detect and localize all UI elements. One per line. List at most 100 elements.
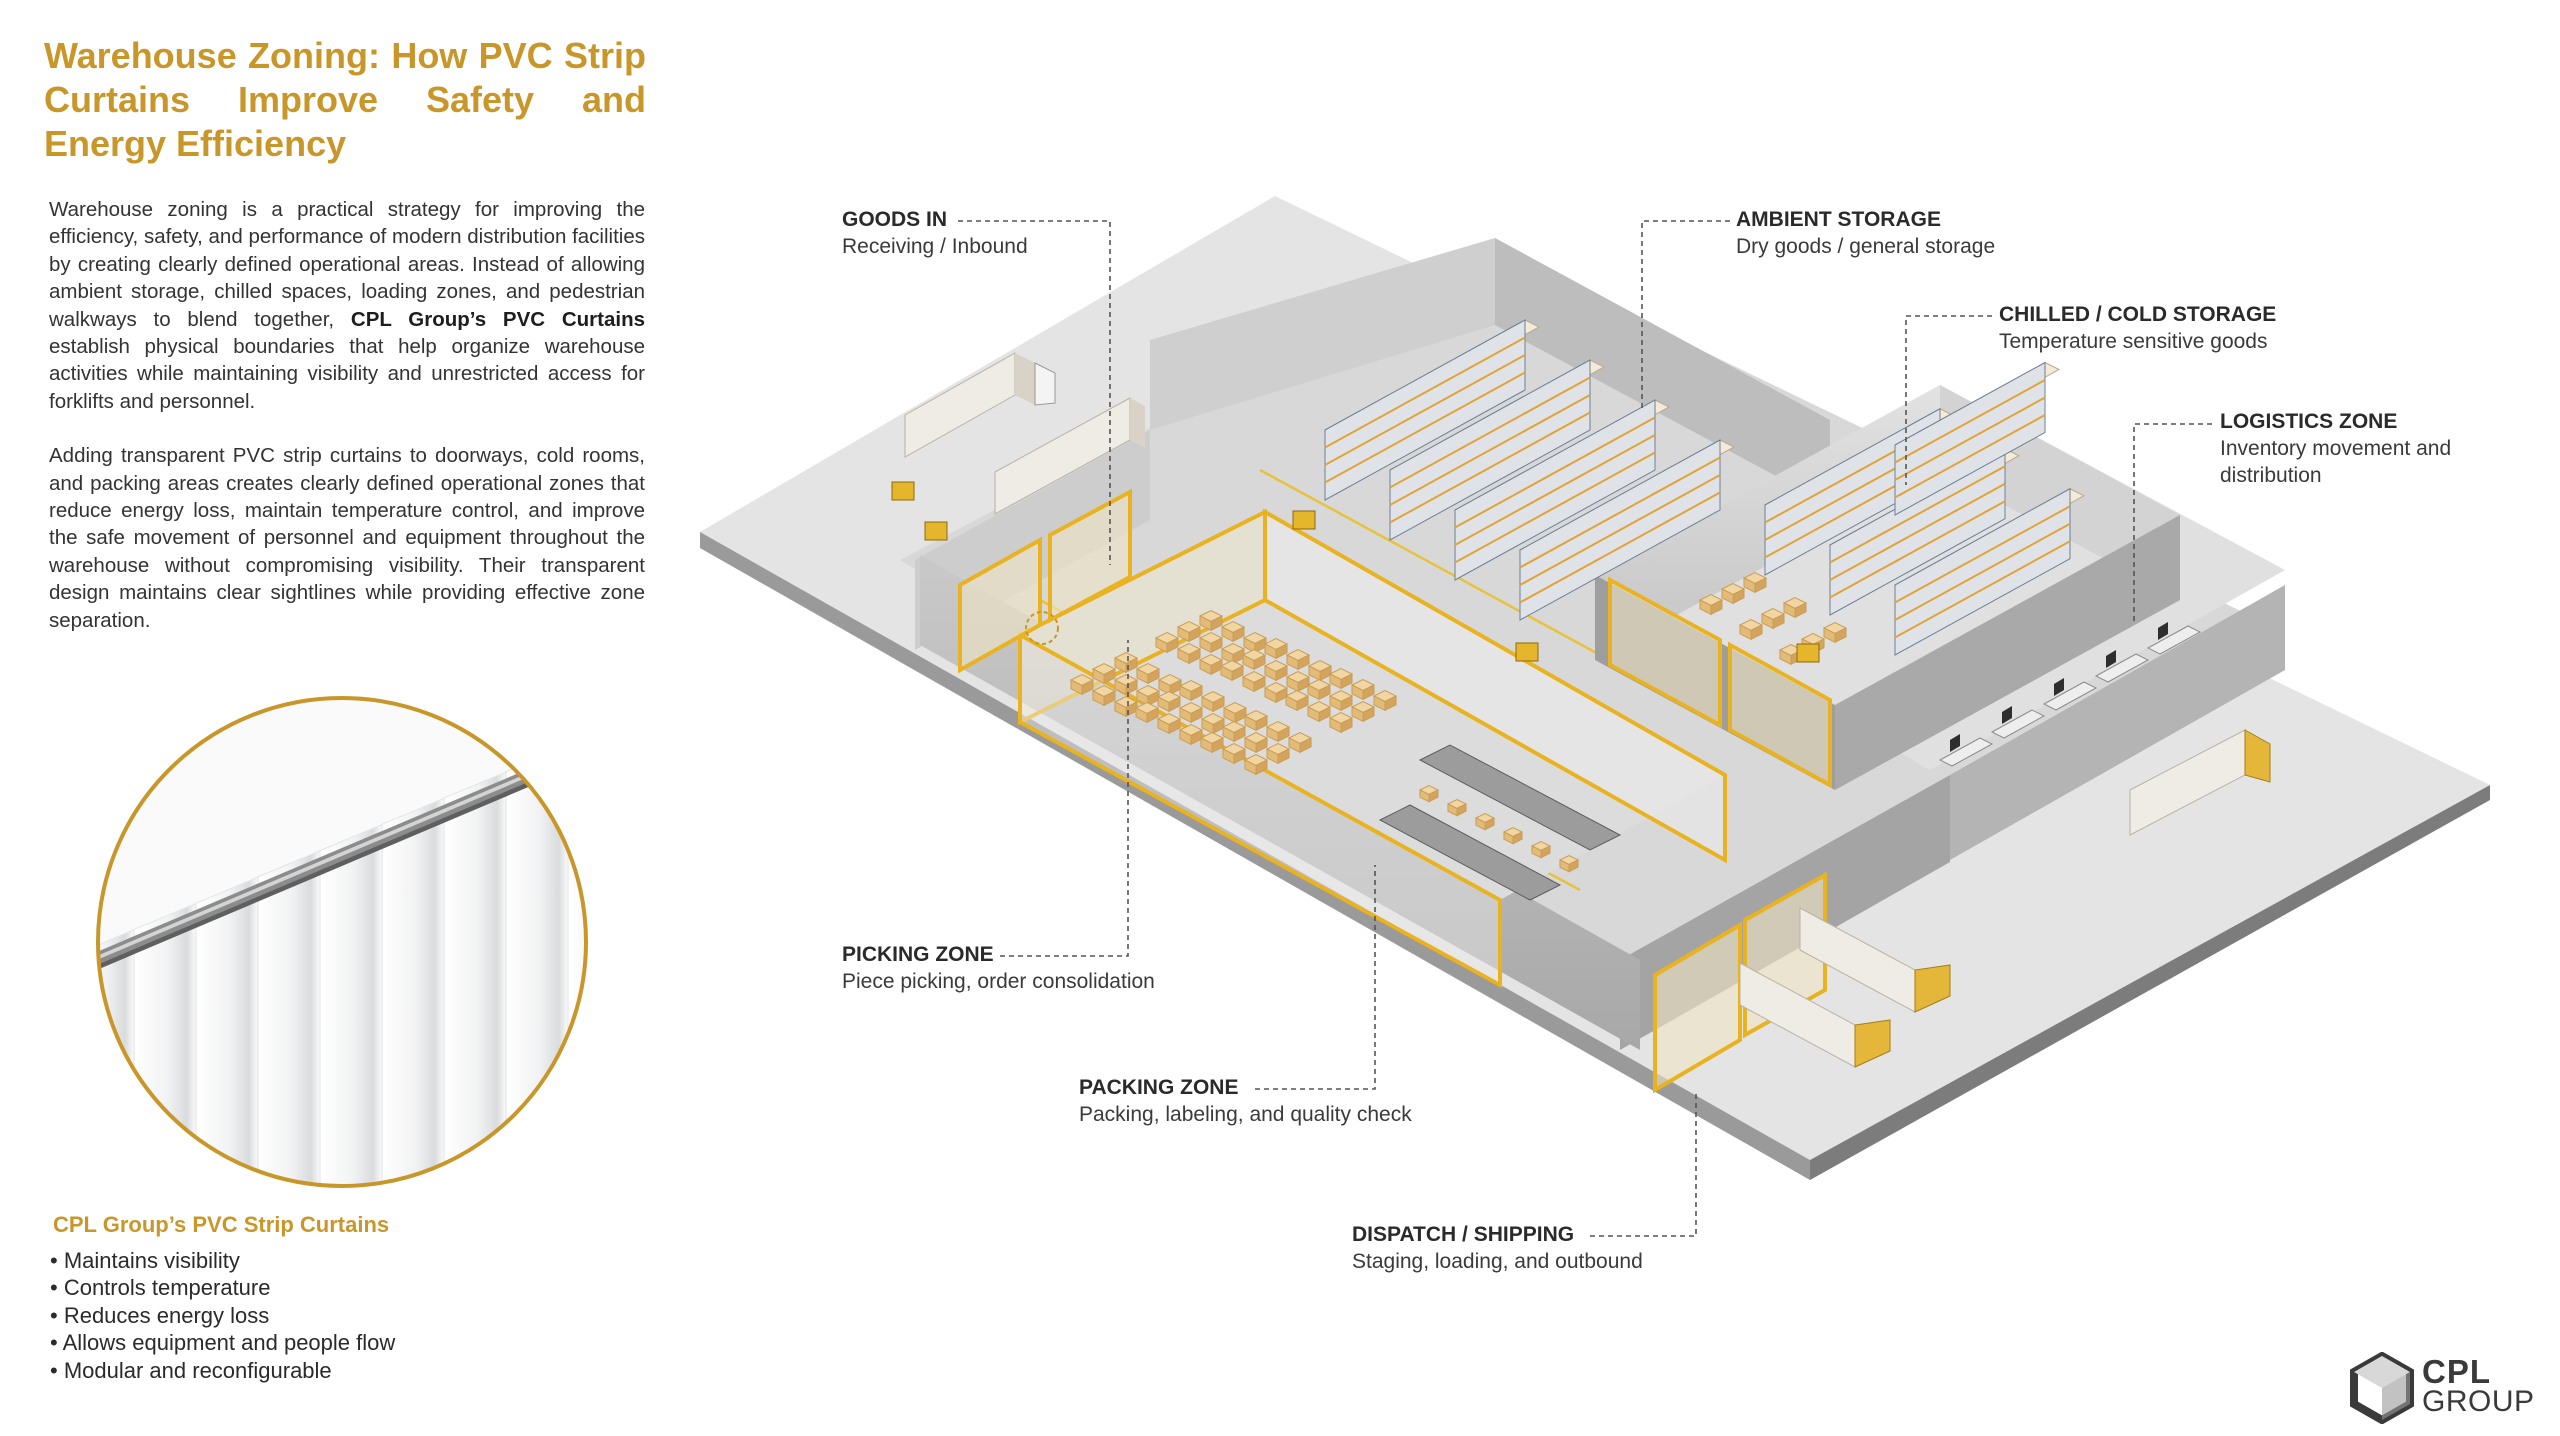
carton — [1166, 637, 1179, 654]
carton — [1275, 643, 1288, 660]
carton — [1103, 690, 1116, 707]
carton — [1211, 737, 1224, 754]
cold-racking — [1763, 361, 2086, 656]
carton — [1512, 831, 1523, 845]
site-slab-left — [700, 532, 1810, 1180]
page-title: Warehouse Zoning: How PVC Strip Curtains… — [44, 35, 646, 164]
carton — [1296, 695, 1309, 712]
carton — [1146, 707, 1159, 724]
leader-line-chilled — [1905, 315, 1992, 485]
list-item: Maintains visibility — [50, 1247, 395, 1274]
desk — [1938, 737, 1994, 767]
logistics-workstations — [1938, 622, 2202, 767]
carton — [1710, 599, 1723, 616]
carton — [1794, 602, 1807, 619]
carton — [1168, 718, 1181, 735]
carton — [1253, 654, 1266, 671]
rack-beam — [1324, 336, 1526, 449]
intro-text: Warehouse zoning is a practical strategy… — [49, 196, 645, 661]
cpl-group-logo-icon — [2350, 1352, 2414, 1424]
ambient-right-wall — [1495, 238, 1830, 505]
rack-beam — [1519, 491, 1721, 604]
carton — [1318, 706, 1331, 723]
leader-line-dispatch — [1590, 1090, 1697, 1237]
dispatch-curtain-door — [1653, 921, 1742, 1094]
rack-beam — [1894, 540, 2071, 639]
carton — [1233, 748, 1246, 765]
carton — [1255, 759, 1268, 776]
carton — [1190, 707, 1203, 724]
rack-beam — [1894, 505, 2071, 604]
carton — [1253, 676, 1266, 693]
intro-paragraph-2: Adding transparent PVC strip curtains to… — [49, 444, 645, 632]
carton — [1540, 845, 1551, 859]
carton — [1456, 803, 1467, 817]
curtain-strip — [381, 797, 445, 1186]
carton — [1754, 577, 1767, 594]
intro-paragraph-1: Warehouse zoning is a practical strategy… — [49, 198, 645, 413]
rack-beam — [1829, 482, 2006, 581]
carton — [1732, 588, 1745, 605]
rack-beam — [1519, 456, 1721, 569]
monitor — [2106, 650, 2116, 668]
carton — [1568, 859, 1579, 873]
carton — [1188, 648, 1201, 665]
benefits-title: CPL Group’s PVC Strip Curtains — [53, 1212, 390, 1237]
logistics-wall — [1950, 585, 2285, 860]
list-item: Controls temperature — [50, 1274, 395, 1301]
curtain-strip — [257, 850, 321, 1186]
carton — [1428, 789, 1439, 803]
cpl-group-logo-text: CPL GROUP — [2422, 1353, 2535, 1418]
carton — [1255, 737, 1268, 754]
inbound-truck — [994, 397, 1145, 515]
picking-curtain-front — [1018, 631, 1502, 989]
leader-line-ambient — [1641, 220, 1730, 408]
picking-zone-marker — [1025, 611, 1059, 645]
rack-beam — [1894, 379, 2046, 464]
curtain-strip — [319, 823, 383, 1186]
cold-room-curtain-door — [1728, 641, 1832, 789]
carton — [1210, 615, 1223, 632]
rack-beam — [1454, 451, 1656, 564]
rack-beam — [1894, 522, 2071, 621]
carton — [1277, 748, 1290, 765]
goods-in-curtain-door — [958, 536, 1042, 674]
desk — [1990, 709, 2046, 739]
carton — [1231, 665, 1244, 682]
rack-beam — [1454, 416, 1656, 529]
carton — [1103, 668, 1116, 685]
carton — [1750, 624, 1763, 641]
rack-beam — [1829, 465, 2006, 564]
curtain-closeup-image — [92, 692, 592, 1192]
packing-conveyor — [1378, 744, 1622, 901]
monitor — [2158, 622, 2168, 640]
picking-boxes — [1069, 571, 1848, 776]
site-slab-right — [1810, 785, 2490, 1180]
leader-line-picking — [1000, 640, 1129, 957]
curtain-strip — [195, 876, 259, 1186]
carton — [1299, 737, 1312, 754]
desk — [2042, 681, 2098, 711]
rack-beam — [1389, 394, 1591, 506]
carton — [1772, 613, 1785, 630]
carton — [1168, 696, 1181, 713]
leader-line-logistics — [2133, 423, 2212, 622]
carton — [1340, 695, 1353, 712]
leader-line-goods-in — [958, 220, 1111, 565]
rack-beam — [1454, 434, 1656, 546]
rack-beam — [1389, 411, 1591, 524]
list-item: Modular and reconfigurable — [50, 1357, 395, 1384]
carton — [1232, 626, 1245, 643]
carton — [1340, 673, 1353, 690]
cold-room-front-right-wall — [1835, 515, 2180, 790]
desk — [2094, 653, 2150, 683]
monitor — [1950, 734, 1960, 752]
carton — [1125, 679, 1138, 696]
rack-beam — [1894, 396, 2046, 481]
